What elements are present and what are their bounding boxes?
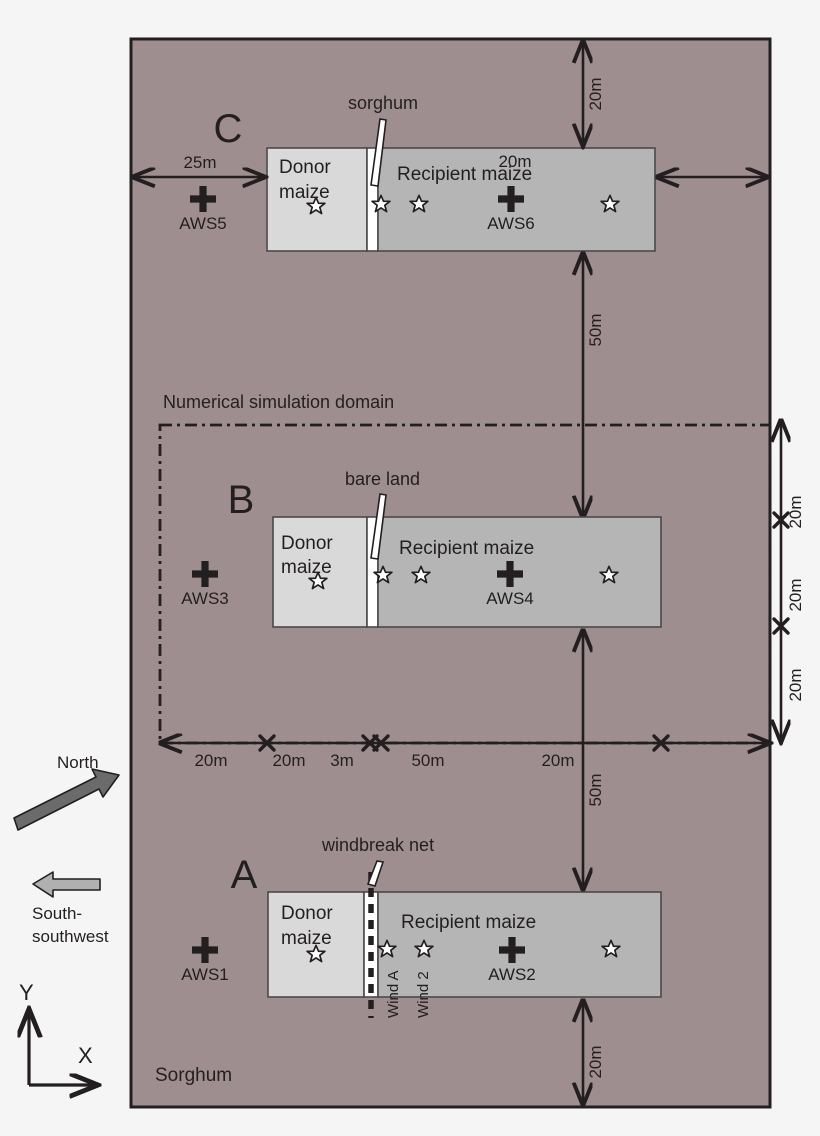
plot-a-wind-label-1: Wind A (385, 970, 402, 1018)
plot-c-recipient-label: Recipient maize (397, 164, 532, 185)
plot-b-strip-label: bare land (345, 469, 420, 489)
bottom-margin-dim: 20m (583, 1000, 605, 1105)
plot-a-aws1-label: AWS1 (181, 965, 229, 984)
bottom-axis-group: 20m 20m 3m 50m 20m (160, 736, 770, 770)
bottom-axis-seg-3: 3m (330, 751, 354, 770)
plot-c-aws6-label: AWS6 (487, 214, 535, 233)
bottom-axis-seg-5: 20m (541, 751, 574, 770)
plot-a-donor-rect (267, 891, 365, 998)
axis-x-label: X (78, 1043, 93, 1068)
north-label: North (57, 753, 99, 772)
plot-a-strip-leader (366, 860, 385, 887)
gap-ba-label: 50m (586, 773, 605, 806)
bottom-axis-seg-4: 50m (411, 751, 444, 770)
plot-c-strip-leader (370, 118, 387, 187)
plot-b-aws3-label: AWS3 (181, 589, 229, 608)
plot-c-donor-label-line1: Donor (279, 157, 331, 178)
gap-cb-label: 50m (586, 313, 605, 346)
bottom-axis-seg-2: 20m (272, 751, 305, 770)
plot-a-donor-label-line2: maize (281, 928, 332, 949)
top-margin-label: 20m (586, 77, 605, 110)
wind-direction-label-line1: South- (32, 904, 82, 923)
plot-b-recipient-label: Recipient maize (399, 538, 534, 559)
plot-a-aws2-label: AWS2 (488, 965, 536, 984)
plot-a-wind-label-2: Wind 2 (415, 971, 432, 1018)
plot-c-inner-dim-label: 20m (498, 152, 531, 171)
plot-c-left-dim-label: 25m (183, 153, 216, 172)
plot-a-donor-label-line1: Donor (281, 903, 333, 924)
right-axis-seg-1: 20m (786, 495, 805, 528)
plot-c-label: C (214, 107, 243, 151)
plot-b-group: B Donor maize Recipient maize bare land … (181, 469, 662, 628)
xy-axes-icon (29, 1010, 97, 1085)
plot-a-group: A Donor maize Recipient maize windbreak … (181, 835, 662, 1018)
field-label: Sorghum (155, 1065, 232, 1086)
compass-group: North South- southwest Y X (13, 753, 120, 1085)
simulation-domain-label: Numerical simulation domain (163, 392, 394, 412)
plot-c-strip-label: sorghum (348, 93, 418, 113)
gap-ba-dim: 50m (583, 630, 605, 890)
plot-b-donor-label-line2: maize (281, 557, 332, 578)
wind-direction-label-line2: southwest (32, 927, 109, 946)
north-arrow-icon (13, 768, 120, 831)
right-axis-seg-2: 20m (786, 578, 805, 611)
plot-a-strip-label: windbreak net (321, 835, 434, 855)
plot-c-aws5-label: AWS5 (179, 214, 227, 233)
plot-a-label: A (231, 853, 258, 897)
gap-cb-dim: 50m (583, 253, 605, 518)
right-axis-seg-3: 20m (786, 668, 805, 701)
plot-b-strip-leader (370, 493, 387, 560)
axis-y-label: Y (19, 980, 34, 1005)
top-margin-dim: 20m (583, 41, 605, 146)
plot-c-donor-label-line2: maize (279, 182, 330, 203)
right-axis-group: 20m 20m 20m (774, 420, 805, 742)
bottom-margin-label: 20m (586, 1045, 605, 1078)
wind-direction-arrow-icon (32, 871, 101, 898)
plot-b-label: B (228, 478, 255, 522)
plot-c-group: C Donor maize Recipient maize 20m sorghu… (133, 93, 768, 252)
bottom-axis-seg-1: 20m (194, 751, 227, 770)
plot-b-aws4-label: AWS4 (486, 589, 534, 608)
plot-b-donor-label-line1: Donor (281, 533, 333, 554)
plot-a-recipient-label: Recipient maize (401, 912, 536, 933)
